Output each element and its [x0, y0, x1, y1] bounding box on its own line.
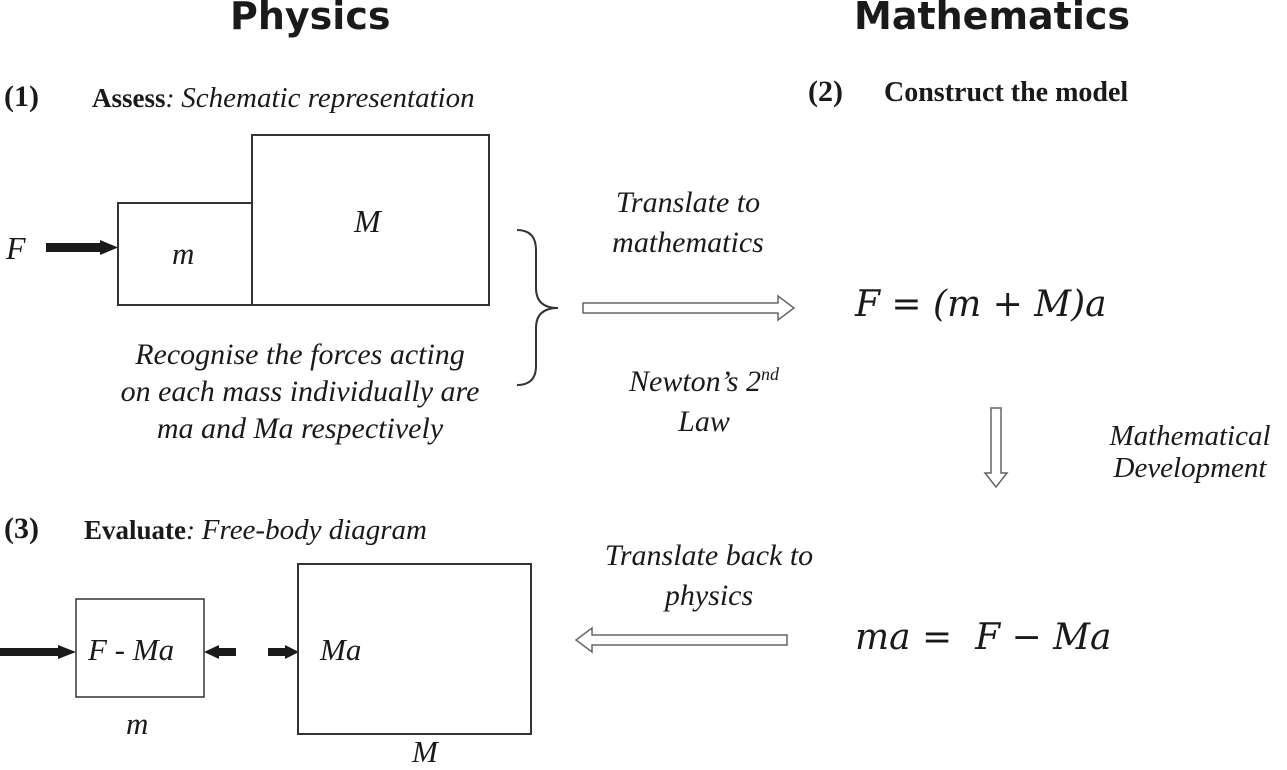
translate-to-line-1: Translate to: [615, 186, 761, 219]
fbd-small-box-label: F - Ma: [88, 632, 175, 667]
curly-brace: [516, 229, 559, 386]
step3-number: (3): [4, 512, 39, 545]
math-development-line-1: Mathematical: [1109, 420, 1271, 452]
step1-label: Assess: [92, 83, 166, 113]
recognise-line-3: ma and Ma respectively: [156, 412, 444, 445]
newton-equation: F = (m + M)a: [855, 284, 1107, 325]
recognise-line-1: Recognise the forces acting: [135, 338, 465, 371]
applied-force-label: F: [6, 230, 26, 266]
fbd-large-box-label: Ma: [320, 632, 362, 667]
fbd-reaction-arrow-left: [204, 645, 236, 659]
newtons-law-line-1: Newton’s 2nd: [629, 364, 779, 398]
step3-label: Evaluate: [84, 515, 187, 545]
step1-number: (1): [4, 80, 39, 113]
math-development-text: Mathematical Development: [1090, 420, 1287, 484]
math-development-line-2: Development: [1113, 452, 1267, 484]
mathematics-heading: Mathematics: [854, 0, 1131, 38]
step2-label: Construct the model: [884, 77, 1129, 108]
applied-force-arrow: [46, 240, 118, 255]
translate-arrow-left: [574, 626, 788, 654]
translate-to-text: Translate to mathematics: [578, 183, 798, 263]
newtons-law-superscript: nd: [760, 364, 779, 384]
large-mass-label: M: [354, 203, 381, 239]
translate-to-line-2: mathematics: [612, 226, 764, 259]
newtons-law-line-2: Law: [678, 405, 730, 438]
fbd-small-mass-label: m: [126, 706, 149, 741]
fbd-large-mass-box: [297, 563, 532, 735]
recognise-line-2: on each mass individually are: [120, 375, 480, 408]
step3-title: Evaluate: Free-body diagram: [84, 514, 427, 547]
newtons-law-text: Newton’s 2nd Law: [594, 354, 814, 442]
large-mass-box: [251, 134, 490, 306]
fbd-applied-force-arrow: [0, 645, 76, 659]
step1-detail: Schematic representation: [181, 82, 475, 114]
physics-heading: Physics: [230, 0, 391, 38]
development-arrow-down: [983, 407, 1009, 489]
evaluate-equation: ma = F − Ma: [855, 617, 1112, 658]
fbd-contact-arrow-right: [268, 645, 299, 659]
step3-colon: :: [186, 515, 196, 545]
step3-detail: Free-body diagram: [201, 514, 427, 546]
step1-colon: :: [165, 83, 175, 113]
fbd-large-mass-label: M: [412, 734, 438, 769]
translate-back-line-2: physics: [664, 579, 754, 612]
fbd-small-mass-box: [75, 598, 205, 698]
recognise-text: Recognise the forces acting on each mass…: [80, 336, 520, 447]
step2-number: (2): [808, 75, 843, 108]
small-mass-label: m: [172, 236, 195, 271]
translate-arrow-right: [582, 294, 796, 322]
step1-title: Assess: Schematic representation: [92, 82, 475, 115]
translate-back-text: Translate back to physics: [574, 536, 844, 616]
translate-back-line-1: Translate back to: [604, 539, 814, 572]
